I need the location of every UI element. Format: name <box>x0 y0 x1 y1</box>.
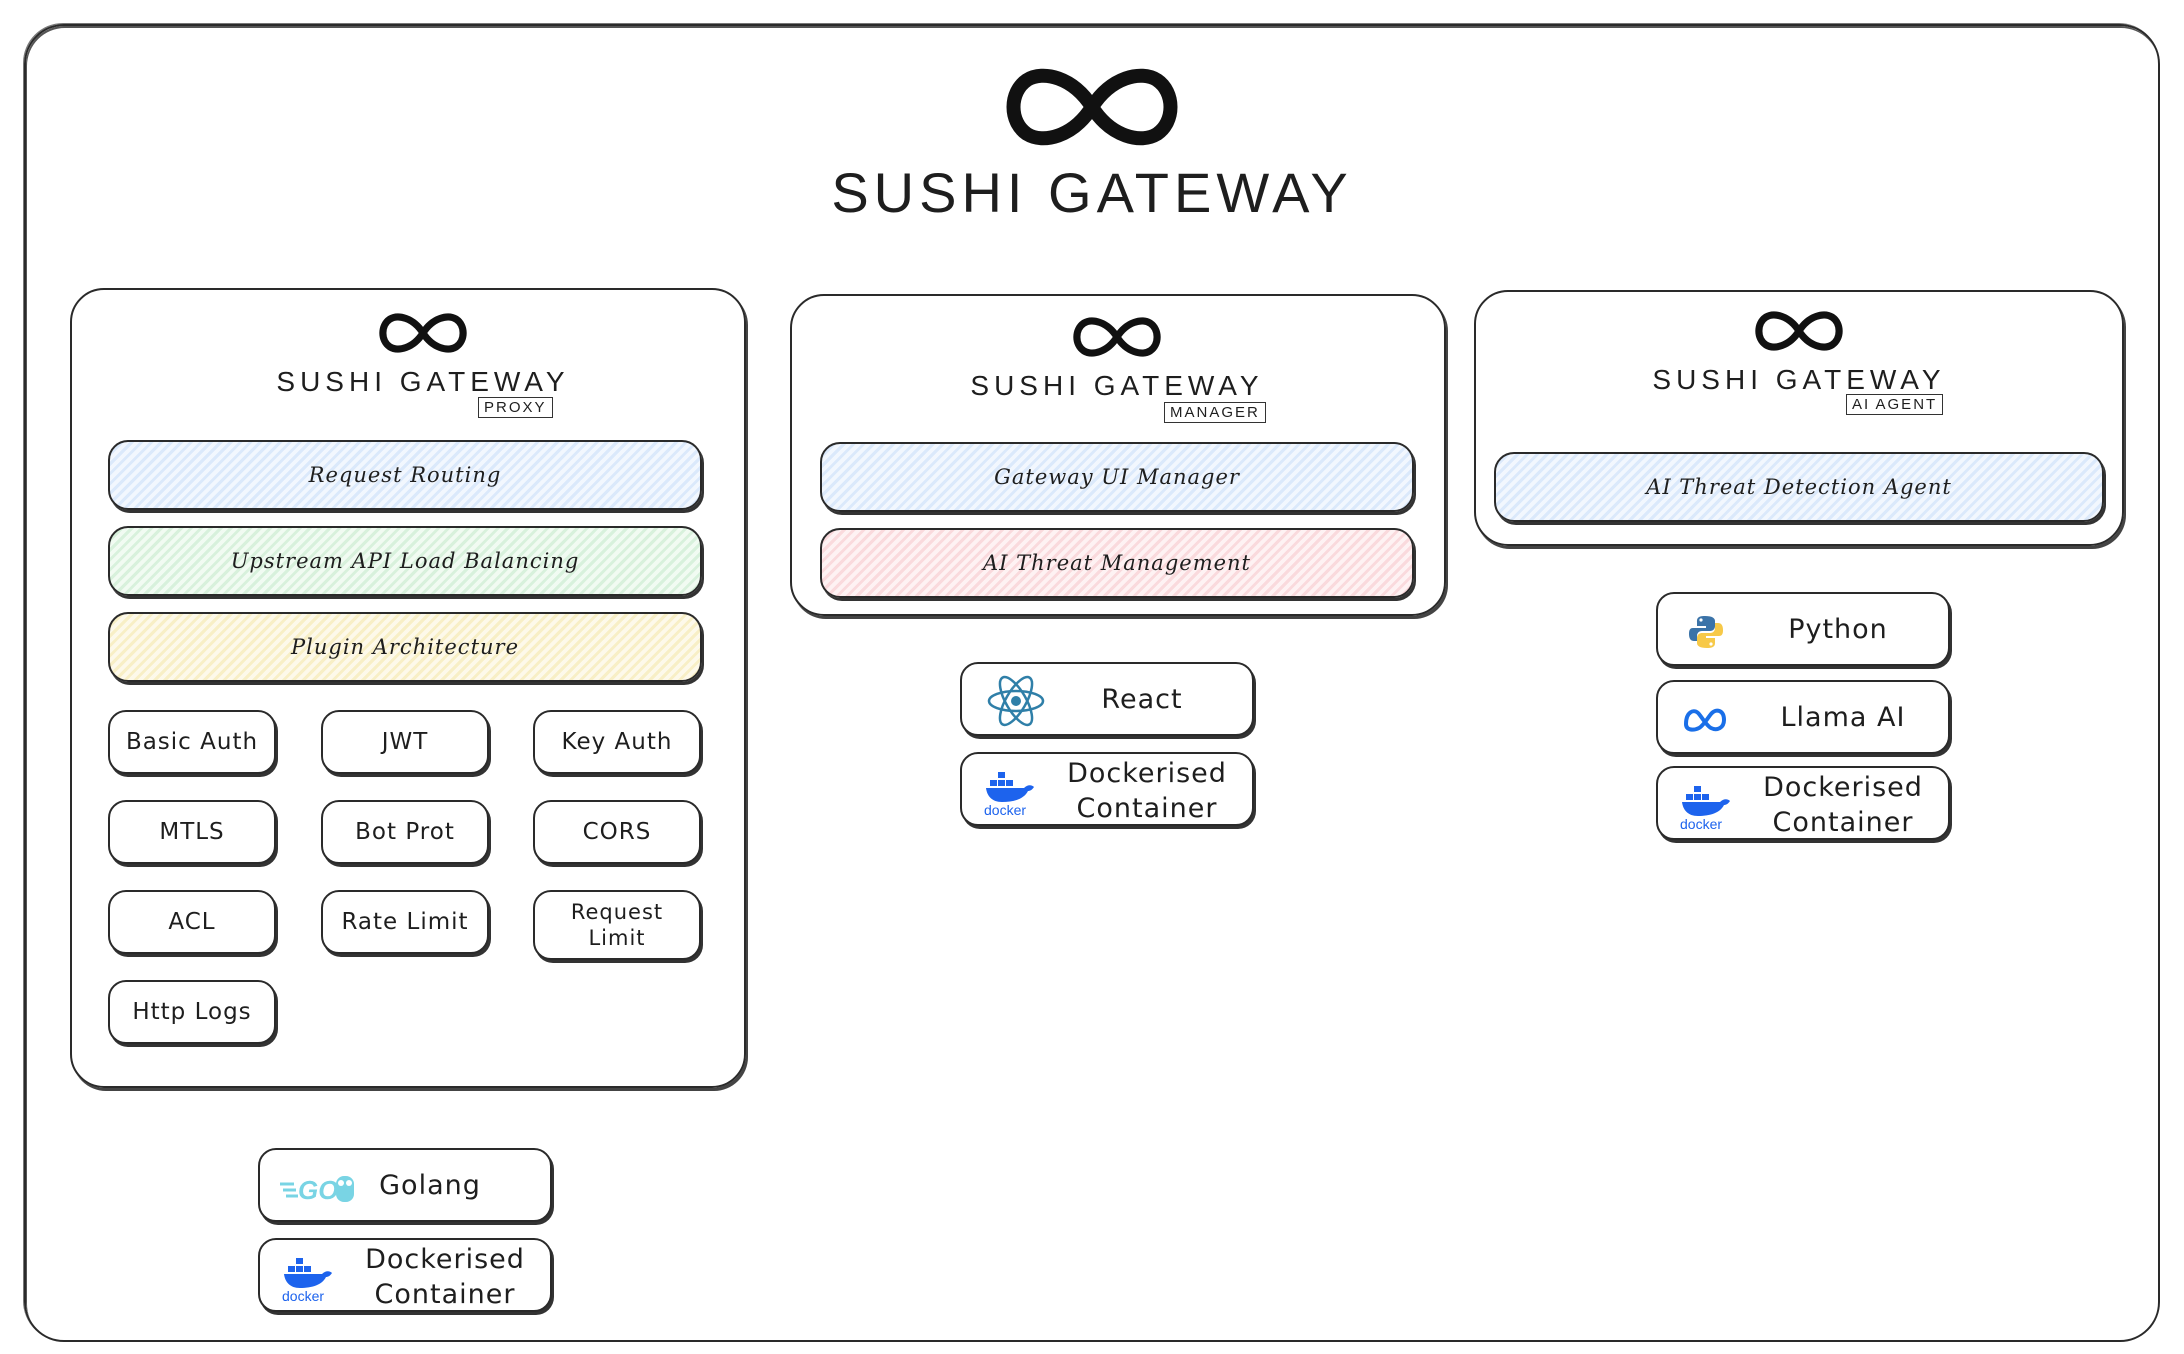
infinity-logo-icon <box>379 313 467 353</box>
plugin-mtls: MTLS <box>108 800 276 864</box>
agent-tag: AI AGENT <box>1846 394 1944 415</box>
svg-text:docker: docker <box>282 1288 324 1302</box>
tech-label: React <box>1101 684 1183 715</box>
svg-text:GO: GO <box>298 1175 338 1205</box>
proxy-tag: PROXY <box>478 397 553 418</box>
manager-title: SUSHI GATEWAY <box>970 370 1264 401</box>
band-request-routing: Request Routing <box>108 440 702 510</box>
meta-logo-icon <box>1682 704 1728 734</box>
tech-label: Dockerised Container <box>1067 758 1227 825</box>
tech-label: Dockerised Container <box>1763 772 1923 839</box>
tech-docker-agent: docker Dockerised Container <box>1656 766 1950 840</box>
outer-frame <box>24 24 2160 1342</box>
manager-brand: SUSHI GATEWAY <box>962 314 1272 429</box>
plugin-request-limit: Request Limit <box>533 890 701 960</box>
plugin-acl: ACL <box>108 890 276 954</box>
tech-label: Python <box>1788 614 1888 645</box>
svg-text:docker: docker <box>1680 816 1722 830</box>
tech-label: Dockerised Container <box>365 1244 525 1311</box>
proxy-panel <box>70 288 746 1088</box>
plugin-cors: CORS <box>533 800 701 864</box>
golang-logo-icon: GO <box>278 1170 358 1206</box>
tech-python: Python <box>1656 592 1950 666</box>
tech-llama: Llama AI <box>1656 680 1950 754</box>
manager-panel <box>790 294 1446 616</box>
tech-react: React <box>960 662 1254 736</box>
band-ai-threat-management: AI Threat Management <box>820 528 1414 598</box>
plugin-key-auth: Key Auth <box>533 710 701 774</box>
docker-logo-icon: docker <box>282 1254 338 1304</box>
svg-text:docker: docker <box>984 802 1026 816</box>
main-title: SUSHI GATEWAY <box>831 161 1353 224</box>
tech-label: Golang <box>379 1170 481 1201</box>
python-logo-icon <box>1688 614 1724 650</box>
band-ai-threat-detection-agent: AI Threat Detection Agent <box>1494 452 2104 522</box>
docker-logo-icon: docker <box>1680 782 1736 832</box>
band-plugin-architecture: Plugin Architecture <box>108 612 702 682</box>
plugin-bot-prot: Bot Prot <box>321 800 489 864</box>
band-upstream-load-balancing: Upstream API Load Balancing <box>108 526 702 596</box>
manager-tag: MANAGER <box>1164 402 1266 423</box>
tech-docker-manager: docker Dockerised Container <box>960 752 1254 826</box>
agent-title: SUSHI GATEWAY <box>1652 364 1946 395</box>
plugin-basic-auth: Basic Auth <box>108 710 276 774</box>
agent-brand: SUSHI GATEWAY <box>1644 308 1954 423</box>
plugin-jwt: JWT <box>321 710 489 774</box>
proxy-brand: SUSHI GATEWAY <box>268 310 578 425</box>
tech-docker-proxy: docker Dockerised Container <box>258 1238 552 1312</box>
plugin-rate-limit: Rate Limit <box>321 890 489 954</box>
tech-golang: GO Golang <box>258 1148 552 1222</box>
main-header: SUSHI GATEWAY <box>792 62 1392 232</box>
plugin-http-logs: Http Logs <box>108 980 276 1044</box>
band-gateway-ui-manager: Gateway UI Manager <box>820 442 1414 512</box>
agent-panel <box>1474 290 2124 546</box>
infinity-logo-icon <box>1006 68 1178 146</box>
infinity-logo-icon <box>1073 317 1161 357</box>
infinity-logo-icon <box>1755 311 1843 351</box>
proxy-title: SUSHI GATEWAY <box>276 366 570 397</box>
tech-label: Llama AI <box>1780 702 1906 733</box>
docker-logo-icon: docker <box>984 768 1040 818</box>
react-logo-icon <box>986 672 1046 730</box>
